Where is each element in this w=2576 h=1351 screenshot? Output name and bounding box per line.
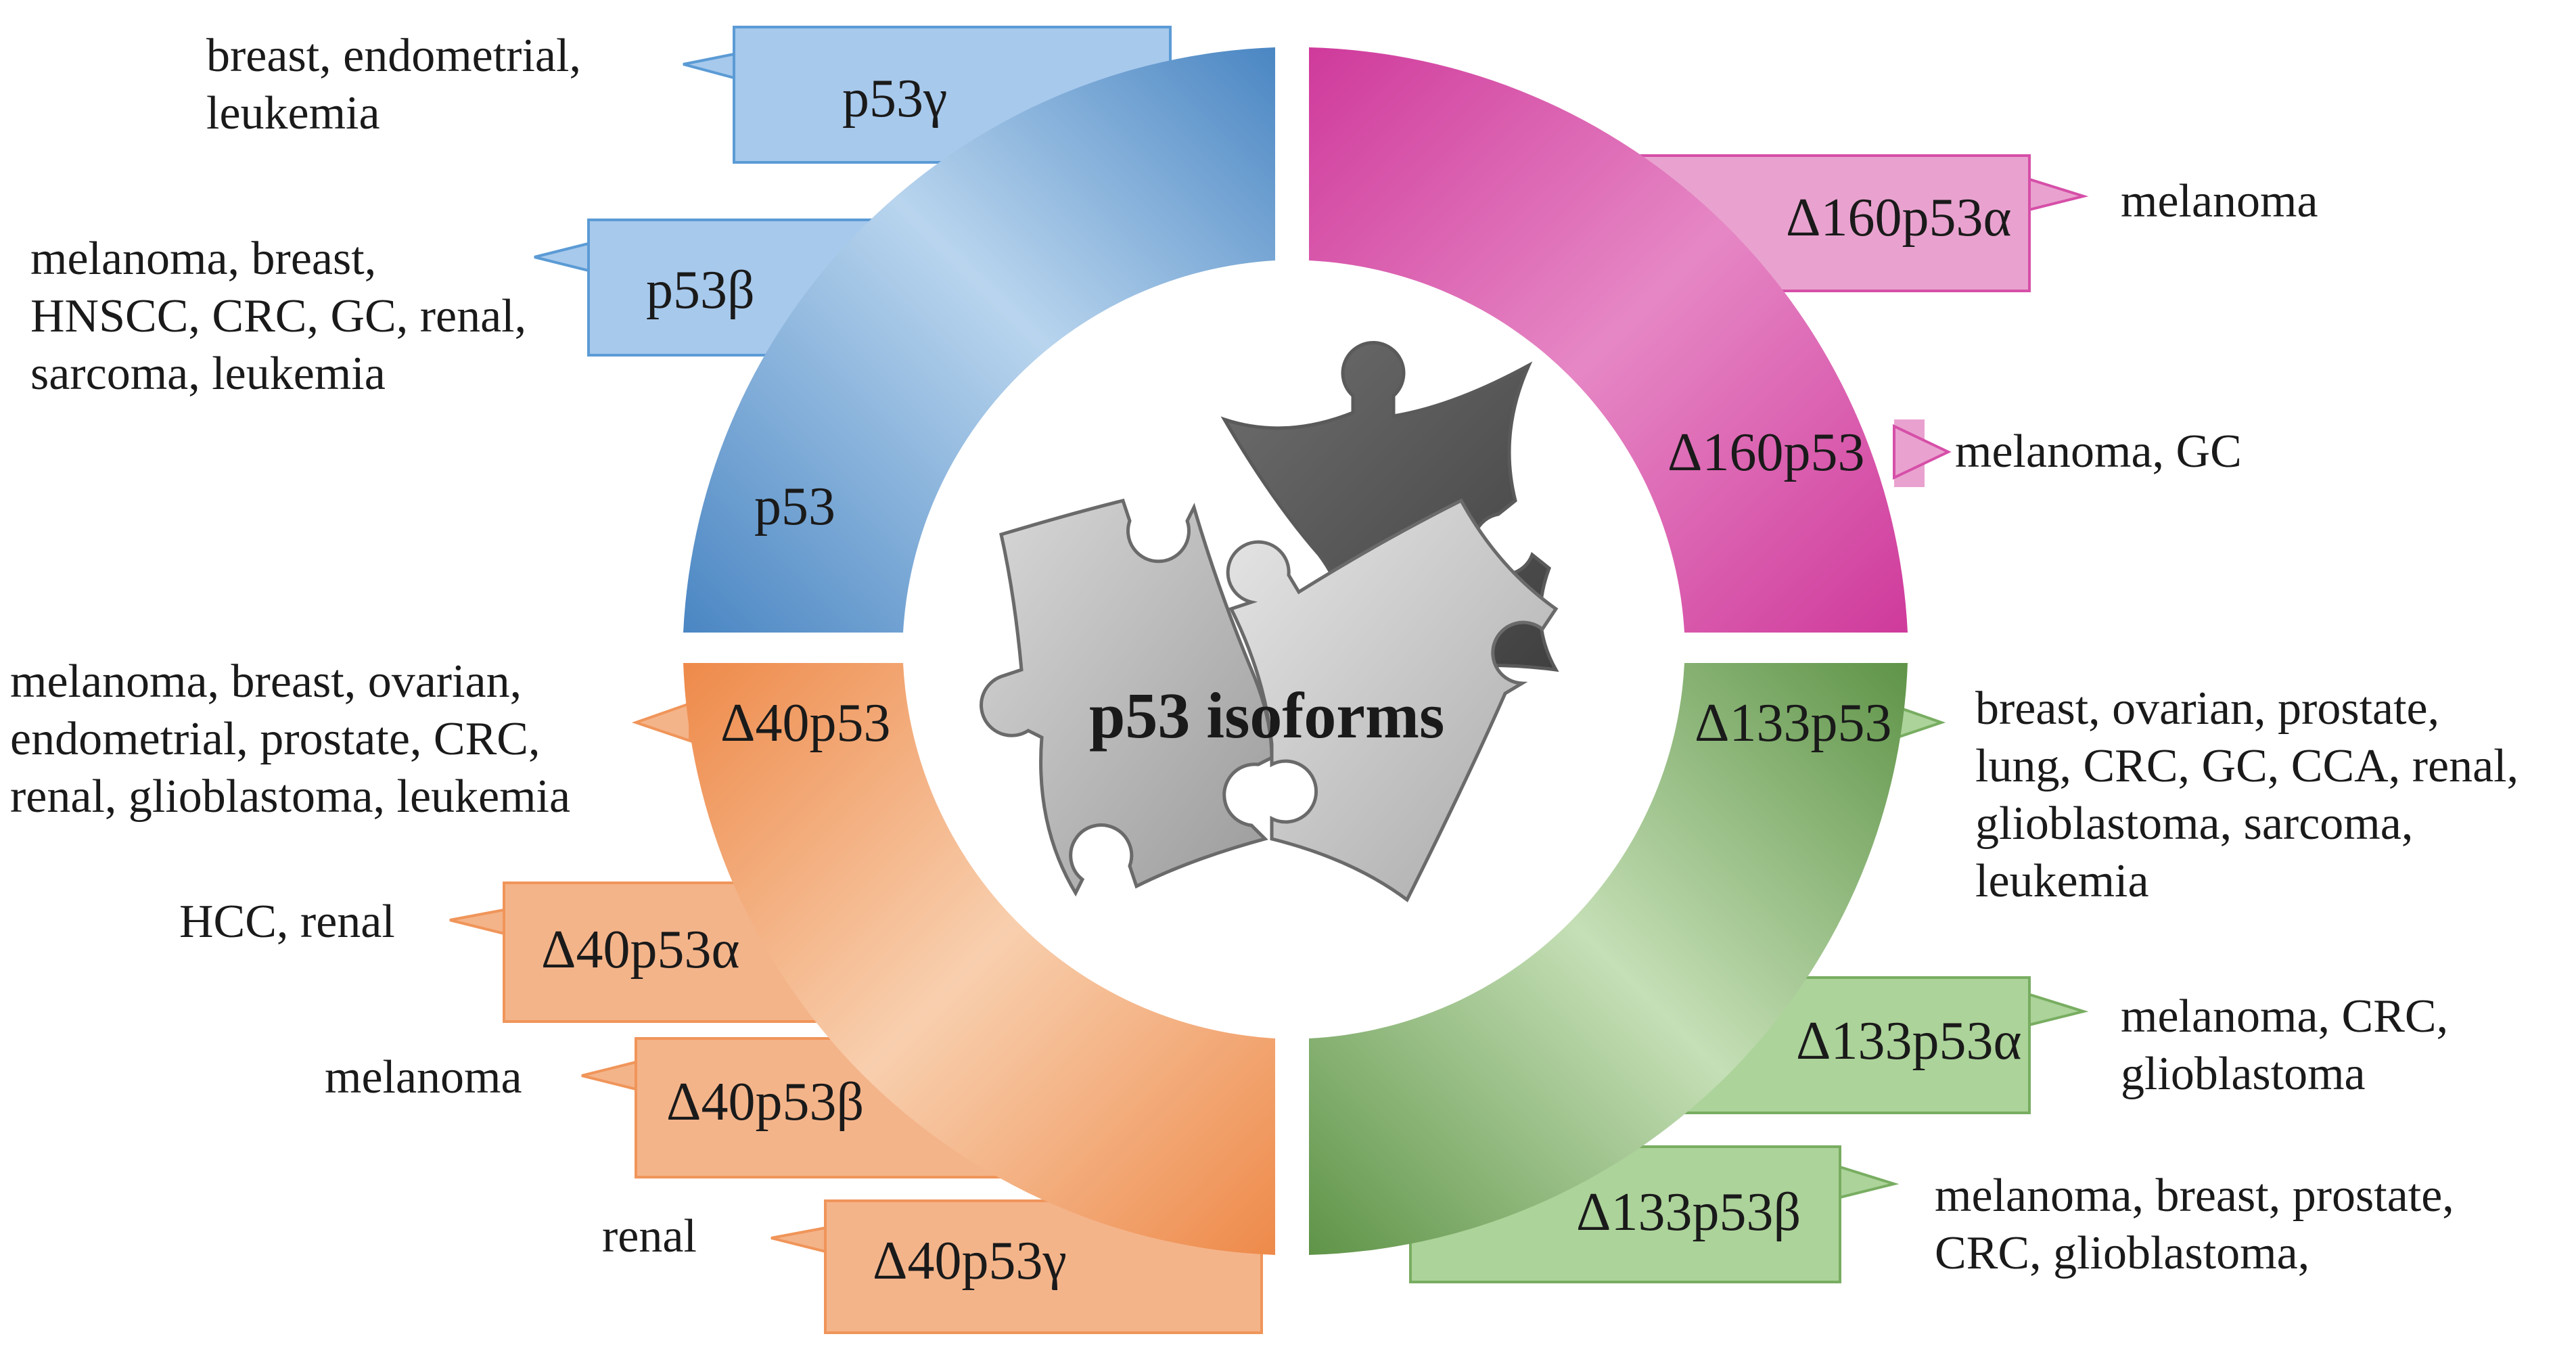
center-title: p53 isoforms bbox=[1089, 679, 1444, 752]
callout-label: Δ40p53γ bbox=[873, 1231, 1067, 1291]
ring-segment-blue bbox=[683, 47, 1275, 633]
callout-label-d40p53: Δ40p53 bbox=[720, 693, 890, 753]
callout-label: Δ160p53α bbox=[1786, 188, 2011, 248]
ring-segment-orange bbox=[683, 663, 1275, 1255]
cancer-list-d40p53: melanoma, breast, ovarian, endometrial, … bbox=[10, 656, 570, 823]
callout-label-d160p53: Δ160p53 bbox=[1668, 423, 1864, 482]
svg-text:CRC, glioblastoma,: CRC, glioblastoma, bbox=[1935, 1227, 2309, 1279]
svg-text:renal: renal bbox=[602, 1210, 697, 1262]
cancer-list-d40p53-alpha: HCC, renal bbox=[179, 896, 395, 948]
svg-text:HCC, renal: HCC, renal bbox=[179, 896, 395, 948]
svg-text:breast, endometrial,: breast, endometrial, bbox=[206, 30, 581, 82]
ring bbox=[683, 47, 1908, 1255]
svg-text:sarcoma, leukemia: sarcoma, leukemia bbox=[30, 348, 386, 400]
svg-text:melanoma, breast, prostate,: melanoma, breast, prostate, bbox=[1935, 1170, 2454, 1222]
svg-text:renal, glioblastoma, leukemia: renal, glioblastoma, leukemia bbox=[10, 771, 570, 823]
callout-label: Δ40p53α bbox=[541, 920, 739, 980]
callout-label: Δ133p53α bbox=[1796, 1011, 2021, 1071]
svg-text:breast, ovarian, prostate,: breast, ovarian, prostate, bbox=[1975, 683, 2439, 735]
ring-label-p53: p53 bbox=[754, 477, 835, 536]
svg-text:HNSCC, CRC, GC, renal,: HNSCC, CRC, GC, renal, bbox=[30, 290, 526, 342]
svg-text:leukemia: leukemia bbox=[206, 87, 380, 139]
callout-label: Δ133p53β bbox=[1576, 1183, 1801, 1242]
cancer-list-d133p53-alpha: melanoma, CRC, glioblastoma bbox=[2121, 990, 2448, 1100]
cancer-list-d133p53: breast, ovarian, prostate, lung, CRC, GC… bbox=[1975, 683, 2518, 907]
svg-text:leukemia: leukemia bbox=[1975, 855, 2149, 907]
cancer-list-d40p53-gamma: renal bbox=[602, 1210, 697, 1262]
svg-text:glioblastoma: glioblastoma bbox=[2121, 1048, 2366, 1100]
svg-text:melanoma: melanoma bbox=[2121, 175, 2318, 227]
callout-label-d133p53: Δ133p53 bbox=[1695, 693, 1891, 753]
cancer-list-p53-beta: melanoma, breast, HNSCC, CRC, GC, renal,… bbox=[30, 233, 526, 400]
svg-text:melanoma, breast, ovarian,: melanoma, breast, ovarian, bbox=[10, 656, 522, 708]
callout-d40p53 bbox=[631, 702, 691, 743]
svg-text:melanoma, breast,: melanoma, breast, bbox=[30, 233, 376, 285]
svg-text:lung, CRC, GC, CCA, renal,: lung, CRC, GC, CCA, renal, bbox=[1975, 740, 2518, 792]
svg-text:endometrial, prostate, CRC,: endometrial, prostate, CRC, bbox=[10, 713, 540, 765]
callout-label: Δ40p53β bbox=[666, 1072, 864, 1132]
callout-label: p53γ bbox=[842, 69, 947, 129]
callout-d40p53-gamma: Δ40p53γ bbox=[770, 1199, 1263, 1334]
ring-segment-green bbox=[1309, 663, 1908, 1255]
cancer-list-d133p53-beta: melanoma, breast, prostate, CRC, gliobla… bbox=[1935, 1170, 2454, 1279]
svg-text:melanoma, CRC,: melanoma, CRC, bbox=[2121, 990, 2448, 1043]
puzzle-icon bbox=[980, 341, 1559, 902]
cancer-list-d40p53-beta: melanoma bbox=[325, 1051, 522, 1103]
ring-segment-pink bbox=[1309, 47, 1908, 633]
svg-text:melanoma: melanoma bbox=[325, 1051, 522, 1103]
cancer-list-d160p53: melanoma, GC bbox=[1955, 426, 2242, 478]
callout-d160p53 bbox=[1893, 419, 1952, 487]
cancer-list-p53-gamma: breast, endometrial, leukemia bbox=[206, 30, 581, 139]
callout-label: p53β bbox=[646, 260, 755, 320]
svg-text:melanoma, GC: melanoma, GC bbox=[1955, 426, 2242, 478]
cancer-list-d160p53-alpha: melanoma bbox=[2121, 175, 2318, 227]
svg-text:glioblastoma, sarcoma,: glioblastoma, sarcoma, bbox=[1975, 798, 2413, 850]
